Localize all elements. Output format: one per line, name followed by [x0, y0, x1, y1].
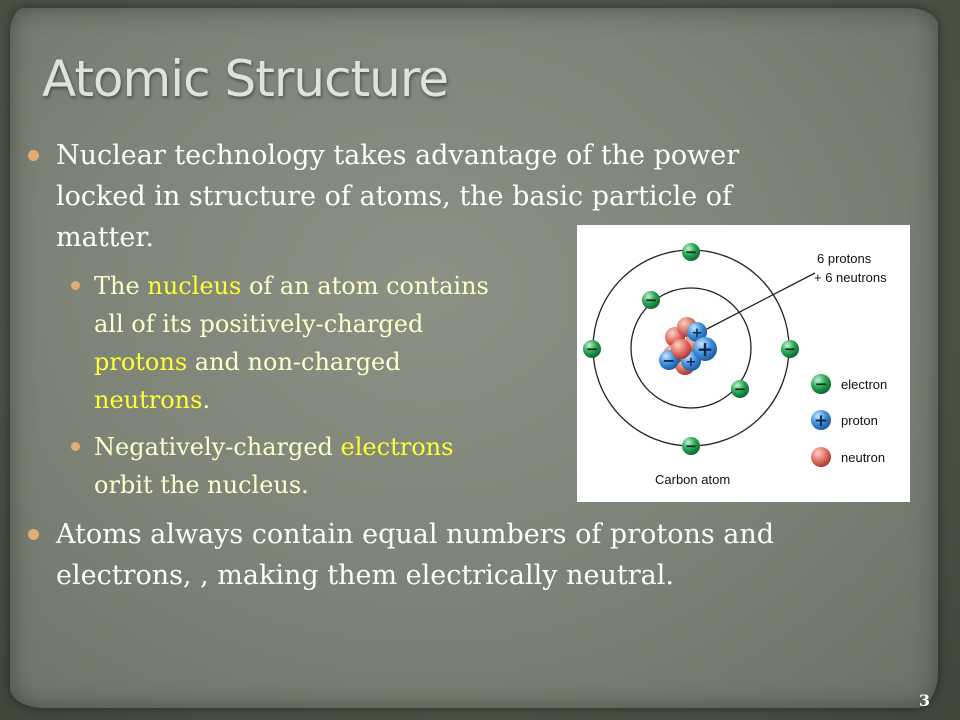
bullet-nucleus: The nucleus of an atom contains all of i… — [71, 267, 514, 419]
diagram-legend: − electron + proton neutron — [811, 374, 887, 467]
electron-sign: − — [784, 340, 797, 358]
legend-electron-sign: − — [815, 375, 828, 393]
page-number: 3 — [918, 691, 930, 710]
bullet-dot-icon — [71, 281, 80, 290]
bullet-text: . — [202, 386, 211, 414]
highlight-nucleus: nucleus — [147, 272, 242, 300]
electron-icon — [682, 243, 700, 261]
bullet-text: Nuclear technology takes advantage of th… — [56, 140, 740, 253]
nucleus-label-neutrons: + 6 neutrons — [814, 270, 887, 285]
proton-icon — [687, 322, 707, 342]
slide-title: Atomic Structure — [42, 50, 449, 108]
legend-electron-label: electron — [841, 377, 887, 392]
legend-proton-sign: + — [814, 411, 828, 431]
bullet-text: and non-charged — [187, 348, 401, 376]
inner-orbit — [630, 287, 752, 409]
legend-proton-icon — [811, 410, 831, 430]
nucleus-pointer-line — [702, 272, 816, 332]
electron-sign: − — [734, 380, 747, 398]
electron-icon — [583, 340, 601, 358]
neutron-icon — [671, 339, 691, 359]
electron-icon — [682, 437, 700, 455]
carbon-atom-diagram: + − + + − − − − − − — [577, 225, 910, 502]
proton-icon — [693, 337, 717, 361]
bullet-nuclear-technology: Nuclear technology takes advantage of th… — [28, 135, 796, 258]
bullet-text: orbit the nucleus. — [94, 471, 309, 499]
proton-sign: + — [692, 326, 703, 341]
highlight-protons: protons — [94, 348, 188, 376]
bullet-text: of an atom contains all of its positivel… — [94, 272, 489, 338]
nucleus: + − + + — [659, 317, 717, 375]
electron-sign: − — [586, 340, 599, 358]
legend-neutron-label: neutron — [841, 450, 885, 465]
legend-neutron-icon — [811, 447, 831, 467]
electron-sign: − — [685, 437, 698, 455]
carbon-atom-svg: + − + + − − − − − − — [583, 243, 887, 487]
electron-icon — [781, 340, 799, 358]
diagram-caption: Carbon atom — [655, 472, 730, 487]
nucleus-label-protons: 6 protons — [817, 251, 872, 266]
highlight-electrons: electrons — [340, 433, 454, 461]
electron-sign: − — [645, 291, 658, 309]
proton-sign: − — [662, 351, 675, 370]
proton-sign: + — [686, 355, 697, 370]
highlight-neutrons: neutrons — [94, 386, 203, 414]
electron-icon — [731, 380, 749, 398]
bullet-dot-icon — [28, 529, 39, 540]
bullet-text: Negatively-charged — [94, 433, 341, 461]
bullet-text: The — [94, 272, 148, 300]
electron-icon — [642, 291, 660, 309]
electrons: − − − − − − — [583, 243, 799, 455]
legend-proton-label: proton — [841, 413, 878, 428]
bullet-dot-icon — [71, 442, 80, 451]
bullet-electrically-neutral: Atoms always contain equal numbers of pr… — [28, 514, 876, 596]
bullet-electrons: Negatively-charged electrons orbit the n… — [71, 428, 514, 504]
proton-sign: + — [697, 337, 714, 361]
legend-electron-icon — [811, 374, 831, 394]
electron-sign: − — [685, 243, 698, 261]
bullet-text: Atoms always contain equal numbers of pr… — [56, 519, 775, 591]
bullet-dot-icon — [28, 150, 39, 161]
